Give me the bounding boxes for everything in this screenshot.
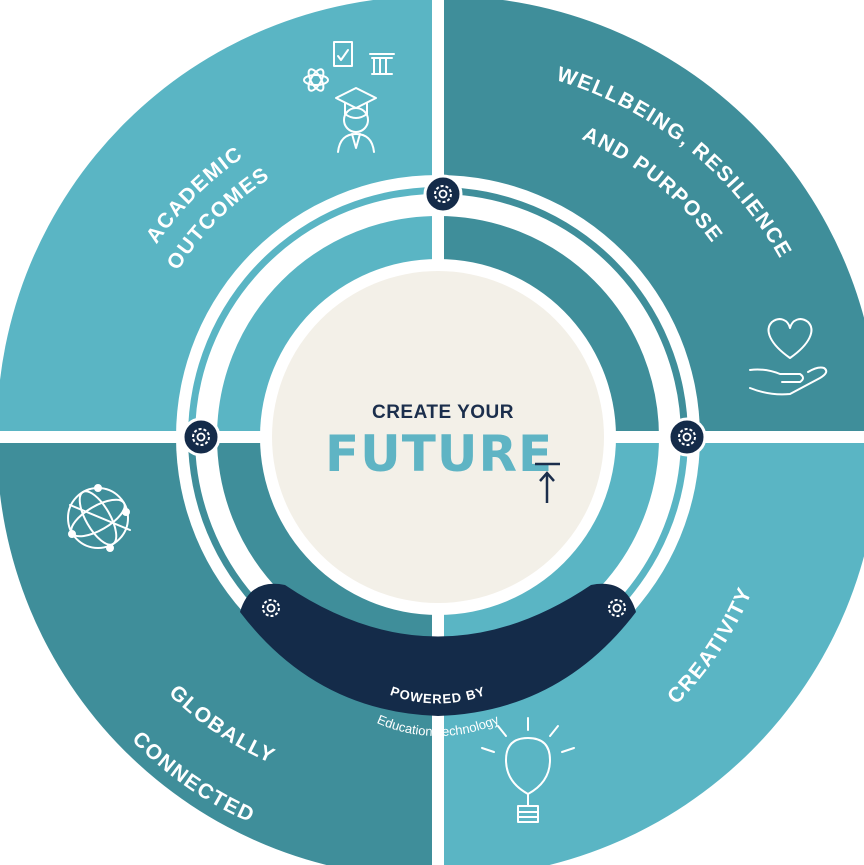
powered-by-band	[240, 583, 636, 716]
gear-icon	[262, 599, 280, 617]
gear-icon	[423, 174, 463, 214]
center-line-2: FUTURE	[325, 425, 553, 483]
center-disc	[272, 271, 604, 603]
heart-in-hand-icon	[749, 318, 828, 396]
lightbulb-icon	[481, 717, 575, 823]
gear-icon	[667, 417, 707, 457]
network-globe-icon	[67, 484, 131, 552]
gear-icon	[608, 599, 626, 617]
band-title: POWERED BY	[389, 683, 488, 706]
gear-icon	[181, 417, 221, 457]
center-line-1: CREATE YOUR	[372, 402, 514, 423]
cursor-arrow-icon	[535, 462, 560, 503]
graduate-student-icon	[303, 41, 395, 153]
